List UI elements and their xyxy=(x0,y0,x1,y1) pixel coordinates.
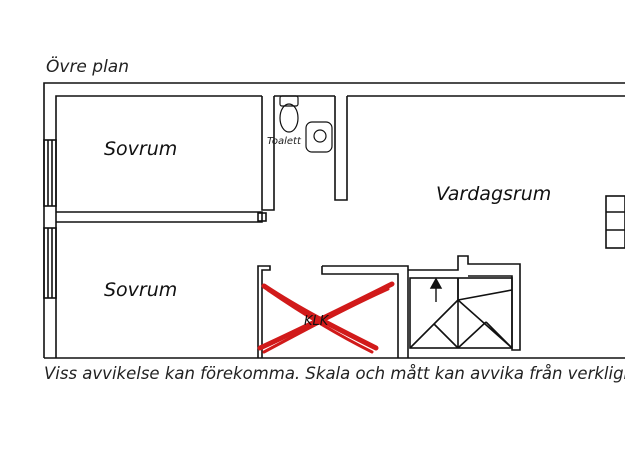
room-label-toilet: Toalett xyxy=(267,136,301,147)
outer-wall-inner xyxy=(55,95,625,358)
bedroom-divider xyxy=(56,211,263,223)
toilet-wall-left xyxy=(261,96,275,211)
cross-mark-icon xyxy=(257,281,395,354)
sink-icon xyxy=(305,121,333,153)
stair-diagonal xyxy=(409,278,513,349)
closet-wall-top xyxy=(321,265,409,358)
stair-frame xyxy=(408,255,521,351)
radiator-icon xyxy=(605,195,625,249)
disclaimer-text: Viss avvikelse kan förekomma. Skala och … xyxy=(44,364,625,383)
stair-steps-frame xyxy=(409,277,513,349)
window-icon xyxy=(43,139,57,299)
room-label-bedroom-top: Sovrum xyxy=(104,138,178,160)
toilet-wall-right xyxy=(334,96,348,201)
room-label-living-room: Vardagsrum xyxy=(436,183,552,205)
room-label-closet: KLK xyxy=(304,314,329,329)
stair-arrow-icon xyxy=(429,277,443,302)
divider-stub xyxy=(257,212,267,222)
plan-title: Övre plan xyxy=(46,57,129,77)
room-label-bedroom-bottom: Sovrum xyxy=(104,279,178,301)
toilet-icon xyxy=(279,95,299,133)
